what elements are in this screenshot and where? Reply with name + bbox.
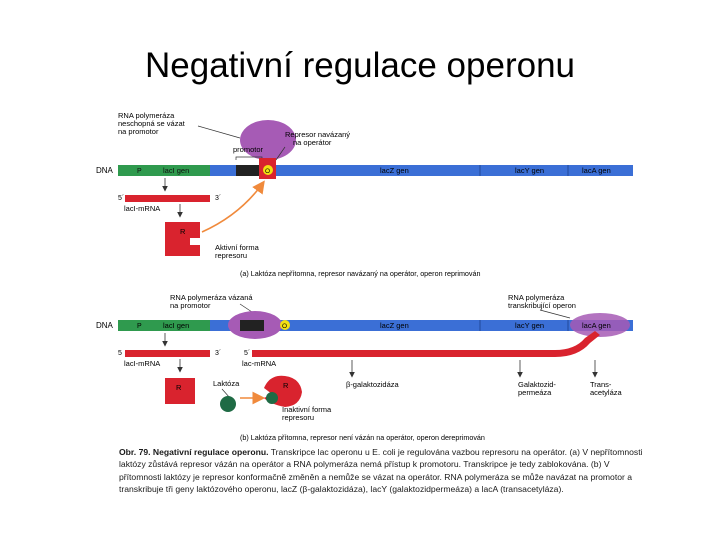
product-y-label-1: Galaktozid- (518, 380, 556, 389)
repressor-bound-label-2: na operátor (293, 138, 332, 147)
polymerase-label-b-2: na promotor (170, 301, 211, 310)
inactive-label-2: represoru (282, 413, 314, 422)
rna-polymerase-a (240, 120, 296, 160)
figure-caption: Obr. 79. Negativní regulace operonu. Tra… (119, 446, 654, 496)
binding-arrow-a (201, 180, 265, 233)
inactive-label-1: Inaktivní forma (282, 405, 332, 414)
operator-a (263, 165, 273, 175)
dna-bar-a (118, 165, 633, 176)
lacy-label-a: lacY gen (515, 166, 544, 175)
operator-letter-b: O (282, 323, 287, 330)
three-prime-b: 3´ (215, 350, 221, 357)
active-label-2: represoru (215, 251, 247, 260)
laci-gene-a (118, 165, 210, 176)
laci-mrna-label-b: lacI-mRNA (124, 359, 160, 368)
polymerase-label-b-1: RNA polymeráza vázaná (170, 293, 253, 302)
promotor-label: promotor (233, 145, 264, 154)
gene-p-a: P (137, 168, 142, 175)
polymerase-label-a-2: neschopná se vázat (118, 119, 186, 128)
laci-mrna-label-a: lacI-mRNA (124, 204, 160, 213)
operator-letter-a: O (265, 168, 270, 175)
five-prime-a: 5´ (118, 195, 124, 202)
promoter-block-b (240, 320, 264, 331)
transcribing-label-1: RNA polymeráza (508, 293, 565, 302)
product-y-label-2: permeáza (518, 388, 552, 397)
gene-laci-a: lacI gen (163, 166, 189, 175)
product-a-label-2: acetyláza (590, 388, 623, 397)
laca-label-b: lacA gen (582, 321, 611, 330)
promoter-block-a (236, 165, 260, 176)
gene-p-b: P (137, 323, 142, 330)
transcribing-pointer (539, 309, 571, 319)
five-prime-b: 5 (118, 350, 122, 357)
repressor-pointer-a (275, 146, 286, 161)
subcaption-b: (b) Laktóza přítomna, represor není vázá… (240, 433, 485, 442)
slide-title: Negativní regulace operonu (144, 46, 575, 85)
repressor-bound-label-1: Represor navázaný (285, 130, 350, 139)
caption-lead: Obr. 79. Negativní regulace operonu. (119, 447, 269, 457)
lacz-label-a: lacZ gen (380, 166, 409, 175)
dna-label-b: DNA (96, 321, 114, 330)
lacy-label-b: lacY gen (515, 321, 544, 330)
repressor-letter-a: R (180, 227, 186, 236)
lacz-label-b: lacZ gen (380, 321, 409, 330)
lac-operon-diagram: RNA polymeráza neschopná se vázat na pro… (96, 111, 633, 442)
active-repressor (165, 222, 200, 256)
laci-gene-b (118, 320, 210, 331)
polymerase-pointer-b (239, 303, 253, 313)
lactose-molecule (220, 396, 236, 412)
laci-mrna-a (125, 195, 210, 202)
repressor-b (165, 378, 195, 404)
lac-mrna-label: lac-mRNA (242, 359, 276, 368)
caption-body: Transkripce lac operonu u E. coli je reg… (119, 447, 643, 495)
gene-laci-b: lacI gen (163, 321, 189, 330)
polymerase-label-a-1: RNA polymeráza (118, 111, 175, 120)
transcribing-label-2: transkribující operon (508, 301, 576, 310)
active-label-1: Aktivní forma (215, 243, 260, 252)
repressor-letter-inactive: R (283, 381, 289, 390)
operator-b (280, 320, 290, 330)
dna-label-a: DNA (96, 166, 114, 175)
five-prime-lac: 5´ (244, 350, 250, 357)
polymerase-pointer-a (197, 125, 241, 139)
laci-mrna-b (125, 350, 210, 357)
three-prime-a: 3´ (215, 195, 221, 202)
bound-lactose (266, 392, 278, 404)
lac-mrna (252, 331, 600, 357)
product-z-label: β-galaktozidáza (346, 380, 400, 389)
polymerase-label-a-3: na promotor (118, 127, 159, 136)
rna-polymerase-transcribing (570, 313, 630, 337)
repressor-letter-b: R (176, 383, 182, 392)
laca-label-a: lacA gen (582, 166, 611, 175)
subcaption-a: (a) Laktóza nepřítomna, represor navázan… (240, 269, 481, 278)
dna-bar-b (118, 320, 633, 331)
product-a-label-1: Trans- (590, 380, 612, 389)
lactose-label: Laktóza (213, 379, 240, 388)
